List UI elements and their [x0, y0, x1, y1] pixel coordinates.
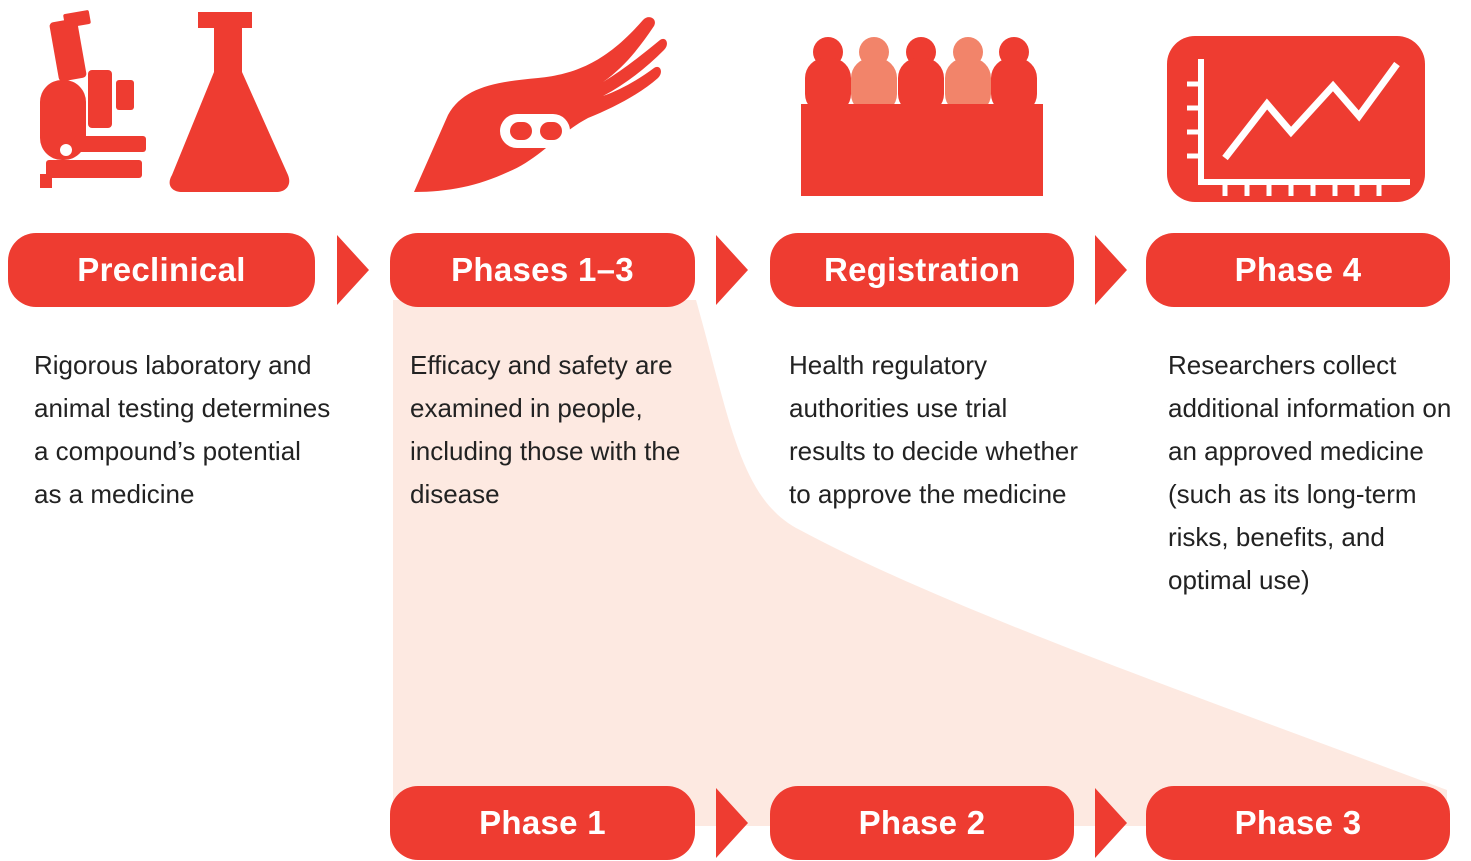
stage-pill-registration: Registration: [770, 233, 1074, 307]
stage-label-phase-4: Phase 4: [1234, 251, 1362, 288]
stage-description-phases-1-3: Efficacy and safety are examined in peop…: [410, 350, 681, 509]
stage-description-preclinical: Rigorous laboratory and animal testing d…: [34, 350, 331, 509]
hand-with-pill-icon: [414, 17, 667, 192]
sub-phase-pill-phase-1: Phase 1: [390, 786, 695, 860]
arrow-phases-to-registration: [716, 235, 748, 305]
sub-phase-pill-phase-2: Phase 2: [770, 786, 1074, 860]
sub-phase-label-phase-2: Phase 2: [858, 804, 986, 841]
stage-description-phase-4: Researchers collect additional informati…: [1168, 350, 1452, 595]
arrow-preclinical-to-phases: [337, 235, 369, 305]
flask-icon: [169, 12, 290, 192]
arrow-registration-to-phase-4: [1095, 235, 1127, 305]
arrow-phase-2-to-phase-3: [1095, 788, 1127, 858]
rising-chart-icon: [1167, 36, 1425, 202]
microscope-icon: [40, 10, 146, 188]
sub-phase-label-phase-1: Phase 1: [479, 804, 606, 841]
stage-pill-preclinical: Preclinical: [8, 233, 315, 307]
funnel-shape: [393, 300, 1447, 826]
sub-phase-pill-phase-3: Phase 3: [1146, 786, 1450, 860]
stage-description-registration: Health regulatory authorities use trial …: [789, 350, 1079, 509]
stage-pill-phases-1-3: Phases 1–3: [390, 233, 695, 307]
sub-phase-label-phase-3: Phase 3: [1234, 804, 1362, 841]
stage-label-preclinical: Preclinical: [77, 251, 246, 288]
stage-label-phases-1-3: Phases 1–3: [451, 251, 634, 288]
stage-label-registration: Registration: [823, 251, 1021, 288]
review-panel-people-icon: [801, 37, 1043, 196]
stage-pill-phase-4: Phase 4: [1146, 233, 1450, 307]
arrow-phase-1-to-phase-2: [716, 788, 748, 858]
